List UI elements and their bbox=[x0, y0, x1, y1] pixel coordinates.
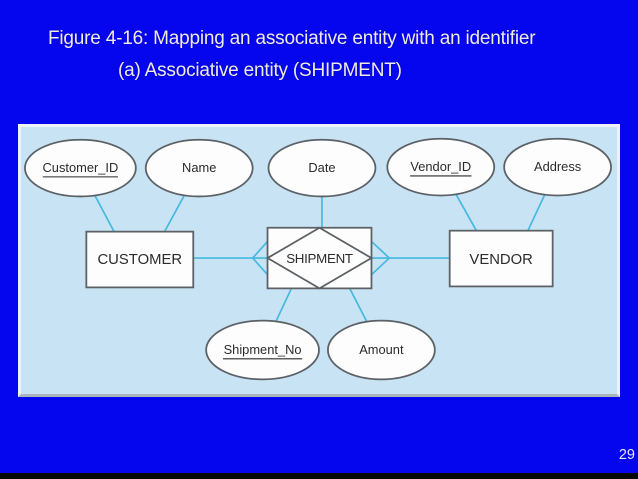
attribute-label: Name bbox=[182, 160, 216, 175]
attribute-ellipse-amount bbox=[327, 319, 436, 381]
attribute-ellipse-vendor-id bbox=[386, 137, 496, 197]
page-number: 29 bbox=[618, 447, 635, 463]
associative-entity-diamond bbox=[265, 226, 374, 290]
attribute-label: Shipment_No bbox=[224, 342, 302, 357]
attribute-ellipse-date bbox=[267, 138, 377, 198]
associative-entity-label: SHIPMENT bbox=[286, 251, 353, 266]
relationship-lines bbox=[193, 240, 450, 276]
crow-foot-icon bbox=[370, 240, 390, 276]
attribute-ellipse-customer-id bbox=[24, 138, 137, 198]
entity-label-vendor: VENDOR bbox=[469, 252, 532, 268]
attribute-label: Customer_ID bbox=[43, 160, 119, 175]
diagram-panel: Customer_ID Name Date Vendor_ID Address … bbox=[18, 124, 620, 397]
attribute-label: Date bbox=[308, 160, 335, 175]
entity-vendor bbox=[448, 229, 554, 288]
crow-foot-icon bbox=[252, 240, 269, 276]
footer-strip bbox=[0, 473, 638, 479]
attribute-ellipse-shipment-no bbox=[205, 319, 320, 381]
slide-title: Figure 4-16: Mapping an associative enti… bbox=[48, 28, 536, 49]
er-diagram-svg: Customer_ID Name Date Vendor_ID Address … bbox=[24, 137, 612, 381]
attribute-ellipse-name bbox=[144, 138, 254, 198]
attribute-ellipse-address bbox=[503, 137, 612, 197]
entity-customer bbox=[85, 230, 195, 289]
attribute-label: Vendor_ID bbox=[410, 159, 471, 174]
attribute-label: Address bbox=[534, 159, 581, 174]
slide-subtitle: (a) Associative entity (SHIPMENT) bbox=[118, 60, 402, 81]
entity-label-customer: CUSTOMER bbox=[97, 252, 182, 268]
attribute-label: Amount bbox=[359, 342, 404, 357]
